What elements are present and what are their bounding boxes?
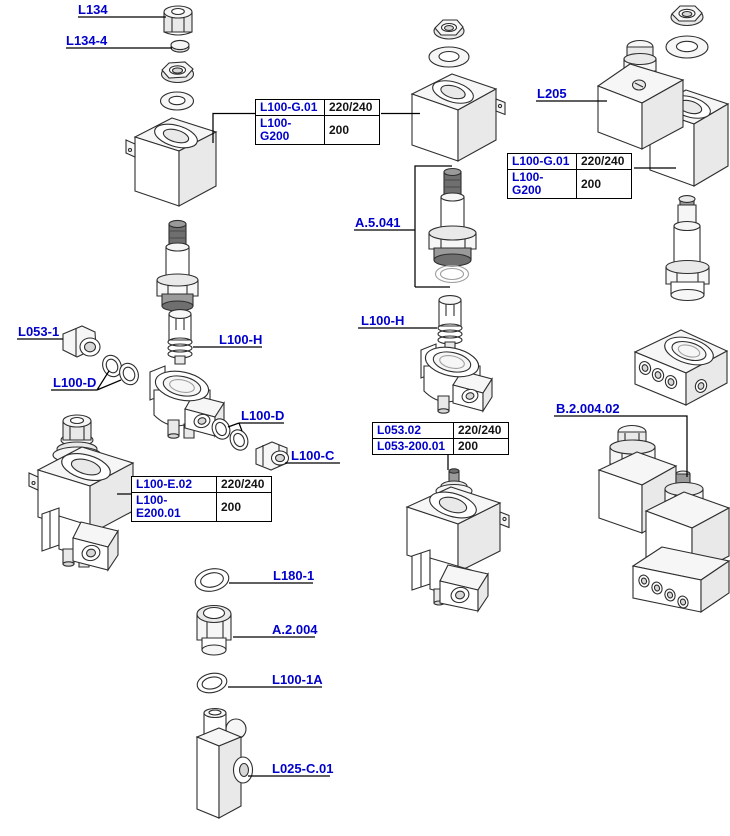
part-number-cell[interactable]: L053-200.01	[372, 438, 454, 455]
part-number-cell[interactable]: L100-E200.01	[131, 492, 217, 522]
part-label-b2-004-02[interactable]: B.2.004.02	[556, 401, 620, 416]
table-row: L100-G.01 220/240	[255, 99, 380, 116]
voltage-cell: 220/240	[453, 422, 509, 439]
voltage-cell: 200	[576, 169, 632, 199]
body-block-l025-c01	[195, 707, 254, 819]
o-rings-right-pair	[211, 418, 249, 451]
armature-assembly-a5041	[428, 167, 477, 284]
part-label-l100-d-right[interactable]: L100-D	[241, 408, 285, 423]
fitting-l053-1	[62, 325, 101, 358]
part-label-l134-4[interactable]: L134-4	[66, 33, 108, 48]
part-label-l053-1[interactable]: L053-1	[18, 324, 60, 339]
valve-assembly-mid	[405, 468, 510, 613]
voltage-cell: 200	[216, 492, 272, 522]
cap-nut-l134	[163, 5, 193, 36]
voltage-cell: 200	[324, 115, 380, 145]
voltage-cell: 200	[453, 438, 509, 455]
leader-lines	[17, 16, 688, 777]
coil-top-left	[125, 117, 218, 207]
part-number-cell[interactable]: L100-E.02	[131, 476, 217, 493]
plunger-left	[167, 309, 193, 365]
valve-body-left	[149, 365, 225, 439]
coil-variants-table-right: L100-G.01 220/240 L100-G200 200	[507, 153, 632, 199]
o-ring-l180-1	[194, 568, 230, 592]
part-label-l100-1a[interactable]: L100-1A	[272, 672, 323, 687]
valve-variants-table-mid: L053.02 220/240 L053-200.01 200	[372, 422, 509, 455]
coil-l205-assembly	[596, 39, 730, 187]
part-number-cell[interactable]: L053.02	[372, 422, 454, 439]
part-number-cell[interactable]: L100-G200	[507, 169, 577, 199]
part-label-a2-004[interactable]: A.2.004	[272, 622, 318, 637]
o-ring-l100-1a	[196, 672, 228, 694]
hex-nut	[160, 61, 195, 84]
part-label-l134[interactable]: L134	[78, 2, 108, 17]
coil-mid	[410, 73, 506, 162]
coil-variants-table-left: L100-G.01 220/240 L100-G200 200	[255, 99, 380, 145]
part-label-l100-c[interactable]: L100-C	[291, 448, 335, 463]
part-label-l100-h-mid[interactable]: L100-H	[361, 313, 405, 328]
table-row: L100-G200 200	[255, 115, 380, 145]
valve-body-mid	[420, 343, 493, 414]
washer-right	[665, 35, 709, 59]
hex-nut-mid	[433, 19, 465, 40]
valve-assembly-b2-004-02	[597, 424, 730, 614]
manifold-block-right	[633, 329, 729, 406]
fitting-l100-c	[255, 441, 290, 471]
part-label-l180-1[interactable]: L180-1	[273, 568, 315, 583]
voltage-cell: 220/240	[216, 476, 272, 493]
disc-l134-4	[170, 39, 190, 53]
fitting-a2-004	[196, 604, 232, 656]
part-label-l100-h-left[interactable]: L100-H	[219, 332, 263, 347]
voltage-cell: 220/240	[576, 153, 632, 170]
table-row: L100-E.02 220/240	[131, 476, 272, 493]
part-label-l025-c01[interactable]: L025-C.01	[272, 761, 334, 776]
table-row: L100-E200.01 200	[131, 492, 272, 522]
part-number-cell[interactable]: L100-G.01	[255, 99, 325, 116]
table-row: L100-G200 200	[507, 169, 632, 199]
armature-tube-left	[156, 219, 199, 312]
washer-mid	[428, 46, 470, 68]
o-rings-left-pair	[102, 354, 139, 386]
armature-tube-right	[665, 195, 710, 302]
plunger-mid	[437, 295, 463, 350]
valve-assembly-left	[28, 414, 135, 572]
part-label-l205[interactable]: L205	[537, 86, 567, 101]
washer	[159, 91, 195, 111]
part-label-l100-d-left[interactable]: L100-D	[53, 375, 97, 390]
hex-nut-right	[670, 5, 704, 27]
voltage-cell: 220/240	[324, 99, 380, 116]
part-number-cell[interactable]: L100-G200	[255, 115, 325, 145]
part-label-a5041[interactable]: A.5.041	[355, 215, 401, 230]
table-row: L053-200.01 200	[372, 438, 509, 455]
part-number-cell[interactable]: L100-G.01	[507, 153, 577, 170]
table-row: L053.02 220/240	[372, 422, 509, 439]
table-row: L100-G.01 220/240	[507, 153, 632, 170]
valve-variants-table-left: L100-E.02 220/240 L100-E200.01 200	[131, 476, 272, 522]
